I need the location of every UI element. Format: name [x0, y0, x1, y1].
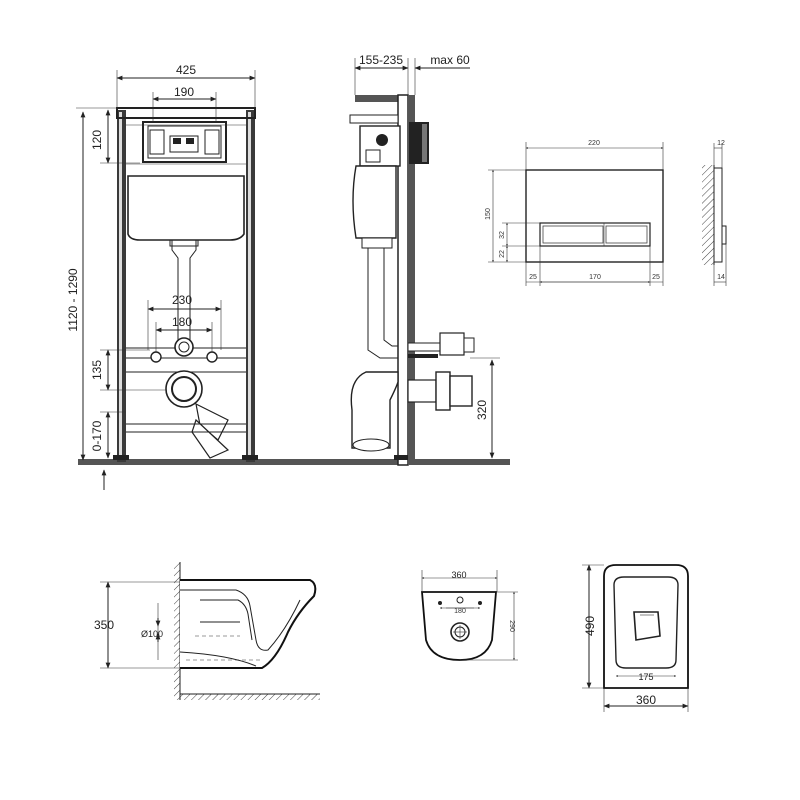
dim-230: 230 [172, 293, 192, 307]
side-dimensions: 155-235 max 60 320 [354, 53, 500, 459]
dim-320: 320 [475, 400, 489, 420]
dim-max-60: max 60 [430, 53, 470, 67]
dim-32: 32 [499, 231, 506, 239]
dim-220: 220 [588, 140, 600, 147]
dim-360-back: 360 [451, 570, 466, 580]
dim-1120-1290: 1120 - 1290 [66, 268, 80, 331]
dim-360-top: 360 [636, 693, 656, 707]
floor-line [78, 459, 510, 465]
dim-425: 425 [176, 63, 196, 77]
dim-190: 190 [174, 85, 194, 99]
bowl-back-view: 360 180 290 [421, 570, 518, 661]
frame-side-view [349, 94, 475, 466]
dim-22: 22 [499, 250, 506, 258]
frame-dimensions: 425 190 120 1120 - 1290 230 180 135 0-17… [66, 63, 256, 490]
dim-25-left: 25 [529, 274, 537, 281]
dim-14: 14 [717, 274, 725, 281]
dim-290: 290 [508, 620, 515, 632]
dim-350: 350 [94, 618, 114, 632]
dim-12: 12 [717, 140, 725, 147]
bowl-top-view: 490 175 360 [582, 564, 689, 712]
dim-175: 175 [638, 672, 653, 682]
dim-490: 490 [583, 616, 597, 636]
dim-120: 120 [90, 130, 104, 150]
dim-155-235: 155-235 [359, 53, 403, 67]
flush-plate-front: 220 150 32 22 25 170 25 [485, 140, 664, 286]
dim-135: 135 [90, 360, 104, 380]
dim-25-right: 25 [652, 274, 660, 281]
dim-180-back: 180 [454, 608, 466, 615]
dim-150: 150 [485, 208, 492, 220]
dim-pipe-100: Ø100 [141, 629, 163, 639]
bowl-side-view: 350 Ø100 [94, 562, 320, 700]
frame-front-view [113, 107, 258, 462]
dim-180: 180 [172, 315, 192, 329]
flush-plate-side: 12 14 [702, 140, 727, 286]
dim-0-170: 0-170 [90, 420, 104, 451]
dim-170: 170 [589, 274, 601, 281]
